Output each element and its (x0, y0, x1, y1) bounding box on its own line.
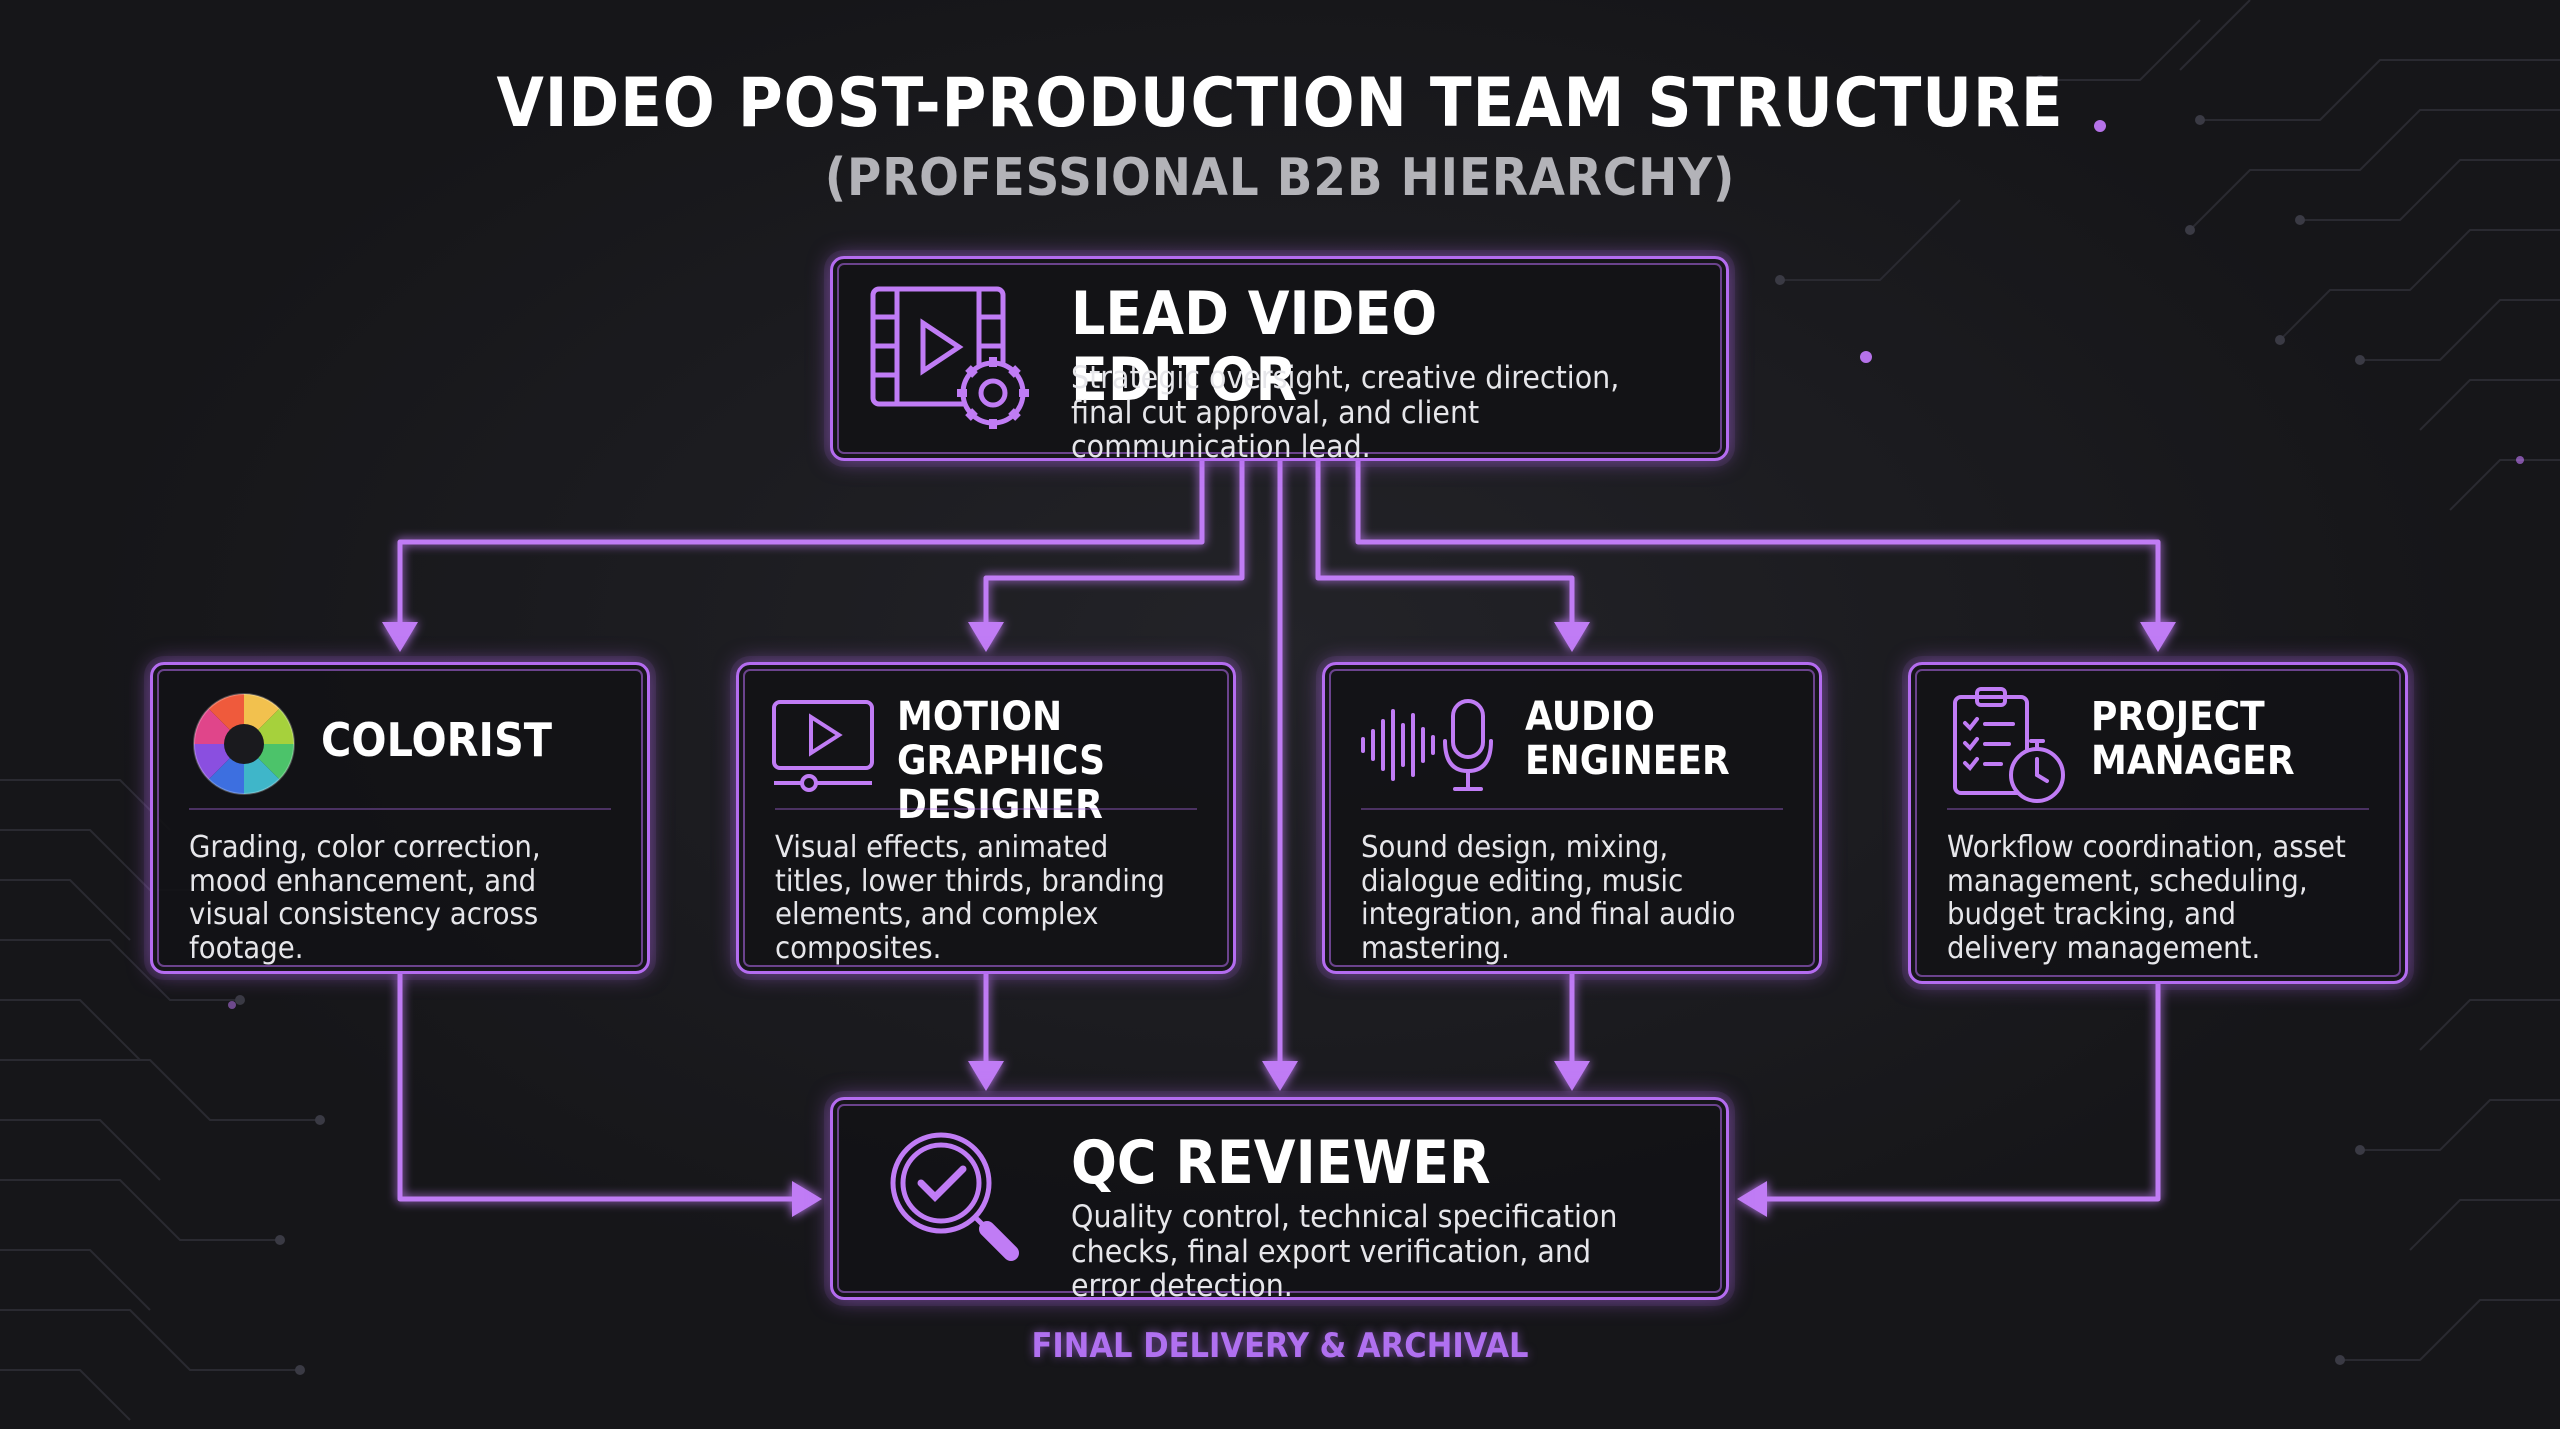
node-description: Strategic oversight, creative direction,… (1071, 360, 1620, 466)
node-description: Workflow coordination, asset management,… (1947, 830, 2346, 966)
edge-lead-audio (1315, 461, 1575, 625)
node-qc-reviewer: QC REVIEWER Quality control, technical s… (830, 1097, 1729, 1304)
divider (1947, 808, 2369, 810)
arrowhead-colorist (382, 622, 418, 652)
edge-pm-qc (1764, 984, 2161, 1202)
page-subtitle: (PROFESSIONAL B2B HIERARCHY) (824, 148, 1736, 208)
node-title: AUDIO ENGINEER (1525, 694, 1730, 784)
arrowhead-qc-motion (968, 1061, 1004, 1091)
edge-colorist-qc (397, 974, 795, 1202)
arrowhead-qc-left (792, 1181, 822, 1217)
divider (775, 808, 1197, 810)
divider (189, 808, 611, 810)
monitor-play-icon (769, 697, 879, 797)
node-title: QC REVIEWER (1071, 1128, 1491, 1198)
node-colorist: COLORIST Grading, color correction, mood… (150, 662, 650, 974)
node-description: Quality control, technical specification… (1071, 1199, 1618, 1305)
node-lead-video-editor: LEAD VIDEO EDITOR Strategic oversight, c… (830, 256, 1729, 465)
arrowhead-qc-right (1737, 1181, 1767, 1217)
node-description: Visual effects, animated titles, lower t… (775, 830, 1165, 966)
node-description: Sound design, mixing, dialogue editing, … (1361, 830, 1736, 966)
divider (1361, 808, 1783, 810)
arrowhead-qc-center (1262, 1061, 1298, 1091)
node-title: LEAD VIDEO EDITOR (1071, 279, 1438, 415)
microphone-waveform-icon (1359, 695, 1509, 795)
arrowhead-audio (1554, 622, 1590, 652)
film-gear-icon (863, 281, 1053, 441)
clipboard-stopwatch-icon (1949, 685, 2069, 805)
arrowhead-pm (2140, 622, 2176, 652)
node-title: COLORIST (321, 713, 553, 767)
edge-lead-colorist (397, 461, 1205, 625)
magnifier-check-icon (883, 1125, 1043, 1275)
edge-lead-pm (1355, 461, 2161, 625)
arrowhead-qc-audio (1554, 1061, 1590, 1091)
arrowhead-motion (968, 622, 1004, 652)
final-delivery-label: FINAL DELIVERY & ARCHIVAL (1031, 1326, 1529, 1366)
edge-lead-motion (983, 461, 1245, 625)
node-title: MOTION GRAPHICS DESIGNER (897, 694, 1106, 828)
node-motion-graphics-designer: MOTION GRAPHICS DESIGNER Visual effects,… (736, 662, 1236, 974)
node-audio-engineer: AUDIO ENGINEER Sound design, mixing, dia… (1322, 662, 1822, 974)
color-wheel-icon (189, 689, 299, 799)
node-project-manager: PROJECT MANAGER Workflow coordination, a… (1908, 662, 2408, 984)
node-title: PROJECT MANAGER (2091, 694, 2295, 784)
page-title: VIDEO POST-PRODUCTION TEAM STRUCTURE (496, 64, 2064, 143)
node-description: Grading, color correction, mood enhancem… (189, 830, 541, 966)
